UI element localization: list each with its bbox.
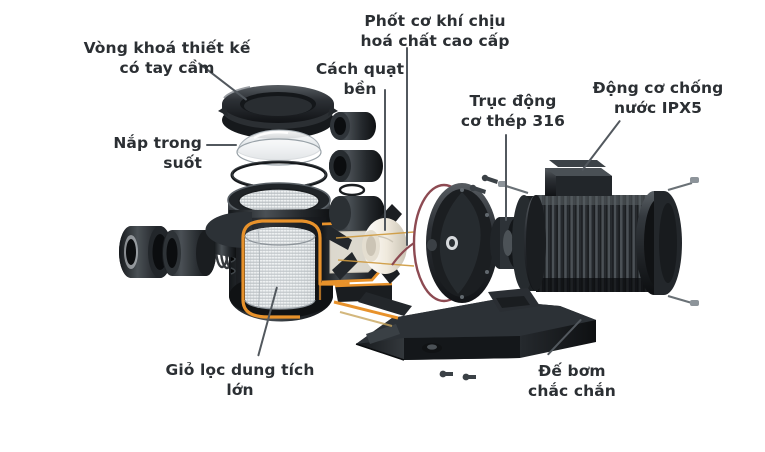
locking-ring-part [218,85,338,139]
motor-part [490,160,699,306]
label-impeller-durable: Cách quạt bền [315,60,405,99]
label-mechanical-seal: Phốt cơ khí chịu hoá chất cao cấp [360,12,510,51]
leader-clear-lid [206,144,237,146]
label-clear-lid: Nắp trong suốt [113,134,202,173]
clear-lid-part [236,129,322,166]
label-motor-shaft: Trục động cơ thép 316 [460,92,566,131]
union-fittings-group [119,226,240,278]
pump-base-part [333,288,596,361]
label-locking-ring: Vòng khoá thiết kế có tay cầm [83,39,251,78]
pump-housing-part [205,182,393,322]
label-waterproof-motor: Động cơ chống nước IPX5 [592,79,724,118]
leader-motor-shaft [505,134,507,221]
seal-plate-part [426,183,498,303]
stacked-fittings-group [329,112,385,230]
leader-impeller [384,89,386,231]
label-strainer-basket: Giỏ lọc dung tích lớn [165,361,315,400]
label-pump-base: Đế bơm chắc chắn [528,362,616,401]
leader-mechanical-seal [406,47,408,246]
